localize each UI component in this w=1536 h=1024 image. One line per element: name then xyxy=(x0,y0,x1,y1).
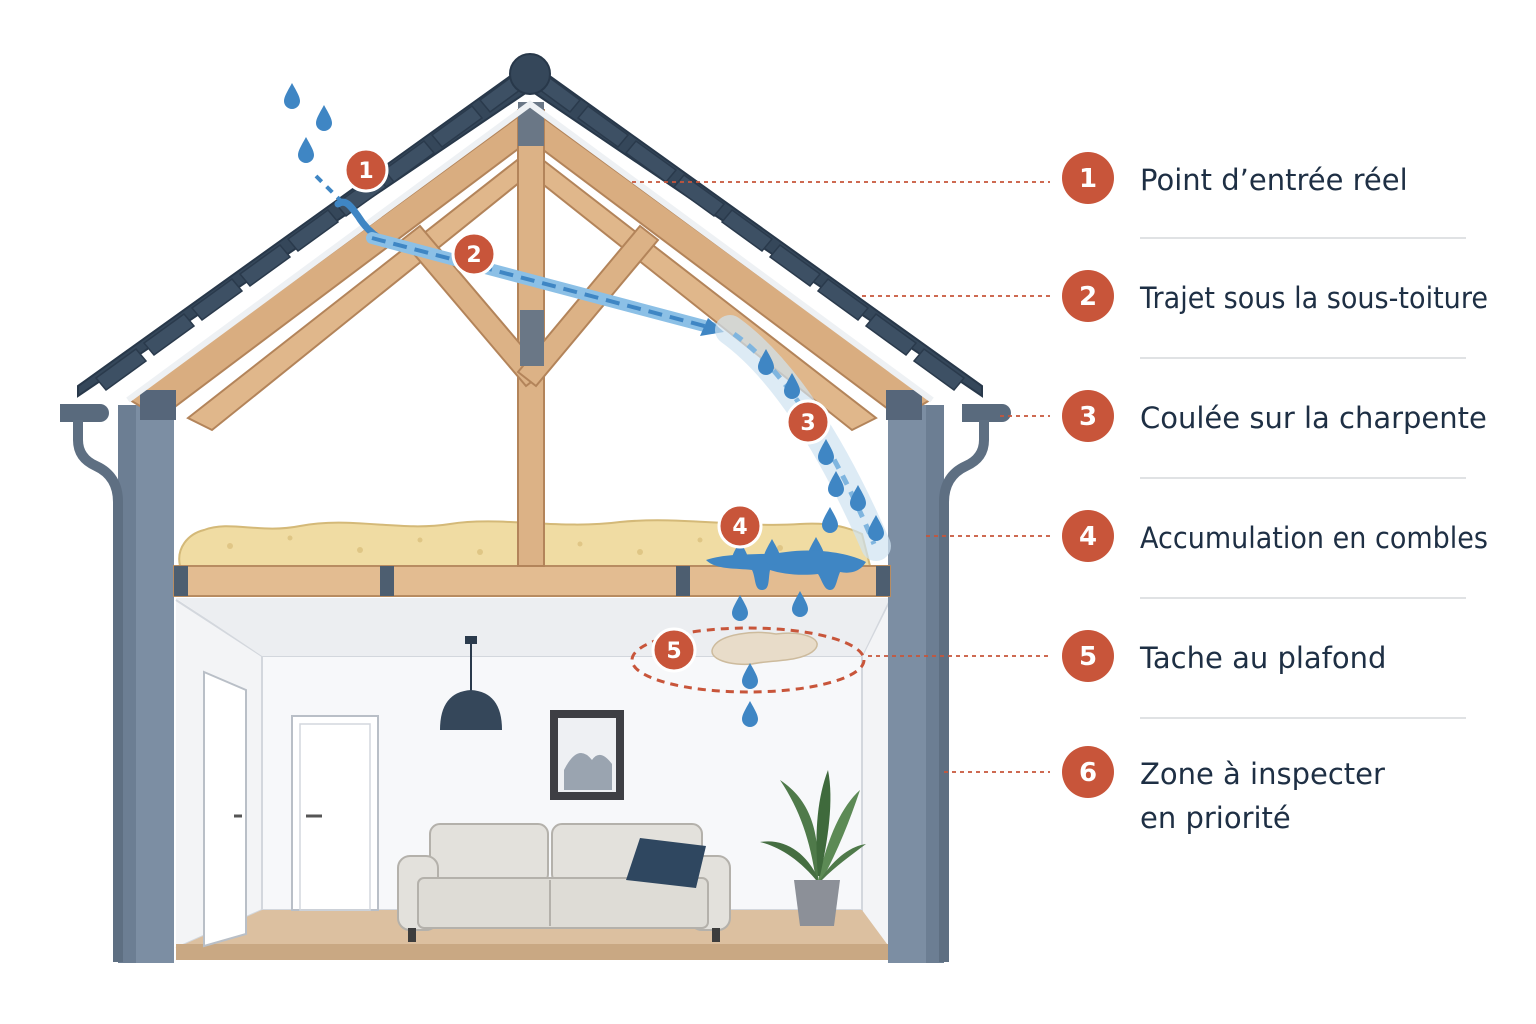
legend-item-5-number: 5 xyxy=(1079,642,1097,672)
right-gutter xyxy=(962,404,1011,422)
rain-drop xyxy=(298,137,314,163)
rain-drop xyxy=(316,105,332,131)
legend-item-4: 4 Accumulation en combles xyxy=(1062,510,1488,562)
sofa xyxy=(397,823,731,942)
marker-5-number: 5 xyxy=(666,639,681,664)
legend-item-4-number: 4 xyxy=(1079,522,1097,552)
ceiling-stain xyxy=(711,631,818,666)
legend-item-2-label: Trajet sous la sous-toiture xyxy=(1139,281,1488,315)
legend-item-3-label: Coulée sur la charpente xyxy=(1140,401,1487,435)
ridge-cap xyxy=(509,53,551,95)
legend-item-3-number: 3 xyxy=(1079,402,1097,432)
legend-item-6-label: Zone à inspecter xyxy=(1140,757,1385,791)
pendant-lamp xyxy=(440,690,502,730)
legend-item-6: 6 Zone à inspecter en priorité xyxy=(1062,746,1385,835)
cushion xyxy=(626,838,706,888)
rain-drop xyxy=(284,83,300,109)
room-furniture xyxy=(203,631,866,948)
legend-item-2-number: 2 xyxy=(1079,282,1097,312)
right-brace xyxy=(516,224,660,388)
legend-item-1: 1 Point d’entrée réel xyxy=(1062,152,1408,204)
leader-lines xyxy=(632,181,1050,773)
legend-item-1-label: Point d’entrée réel xyxy=(1140,163,1408,197)
marker-1: 1 xyxy=(343,147,389,193)
back-door xyxy=(291,715,379,911)
left-gutter xyxy=(60,404,109,422)
marker-3: 3 xyxy=(785,399,831,445)
ceiling-plane xyxy=(176,598,890,656)
stain-highlight-ellipse xyxy=(630,626,866,694)
legend-item-5: 5 Tache au plafond xyxy=(1062,630,1386,682)
legend-item-4-label: Accumulation en combles xyxy=(1140,521,1488,555)
marker-3-number: 3 xyxy=(800,411,815,436)
diagram-markers: 1 2 3 4 5 xyxy=(343,147,831,673)
legend-item-5-label: Tache au plafond xyxy=(1139,641,1386,675)
left-downspout xyxy=(73,420,123,962)
underlayment xyxy=(126,100,934,403)
roof-tiles xyxy=(94,76,966,392)
marker-2: 2 xyxy=(451,231,497,277)
legend-item-3: 3 Coulée sur la charpente xyxy=(1062,390,1487,442)
marker-2-number: 2 xyxy=(466,243,481,268)
marker-4-number: 4 xyxy=(732,515,747,540)
legend-item-6-label-line2: en priorité xyxy=(1140,801,1291,835)
potted-plant xyxy=(760,770,866,926)
legend: 1 Point d’entrée réel 2 Trajet sous la s… xyxy=(1062,152,1488,835)
marker-1-number: 1 xyxy=(358,159,373,184)
marker-5: 5 xyxy=(651,627,697,673)
legend-item-1-number: 1 xyxy=(1079,164,1097,194)
legend-item-2: 2 Trajet sous la sous-toiture xyxy=(1062,270,1488,322)
side-door xyxy=(203,670,247,948)
legend-dividers xyxy=(1140,237,1466,719)
marker-4: 4 xyxy=(717,503,763,549)
legend-item-6-number: 6 xyxy=(1079,758,1097,788)
post-plate xyxy=(520,310,544,366)
right-downspout xyxy=(939,420,989,962)
